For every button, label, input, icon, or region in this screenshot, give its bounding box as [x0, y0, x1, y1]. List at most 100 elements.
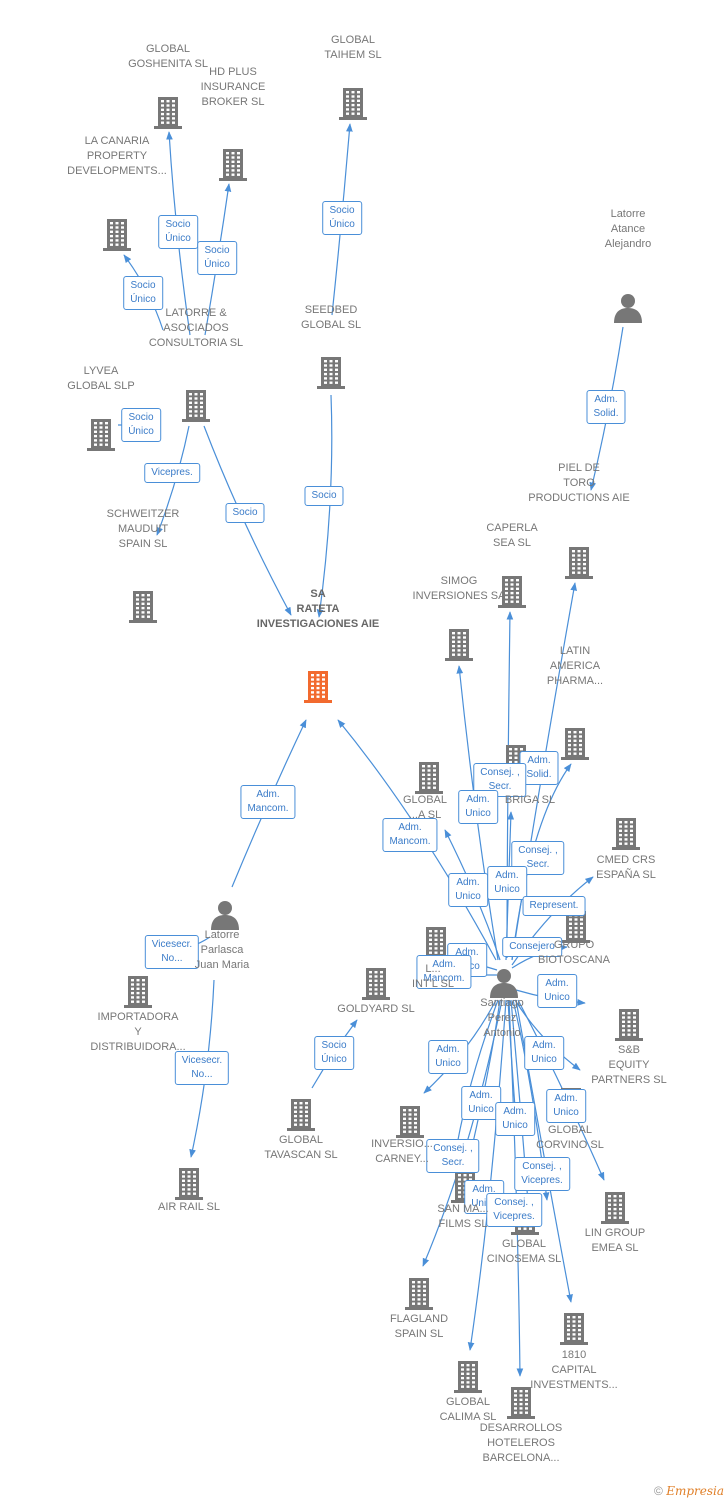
node-label-calima[interactable]: GLOBAL CALIMA SL [439, 1396, 497, 1423]
edge-label-e14[interactable]: Adm. Mancom. [382, 818, 438, 852]
edge-label-e28[interactable]: Adm. Unico [461, 1086, 501, 1120]
node-label-latorre_asoc[interactable]: LATORRE & ASOCIADOS CONSULTORIA SL [148, 307, 244, 349]
edge-label-e13[interactable]: Socio Único [314, 1036, 354, 1070]
node-label-sanmar[interactable]: SAN MA... FILMS SL [437, 1203, 489, 1230]
building-icon[interactable] [601, 1192, 629, 1224]
building-icon[interactable] [422, 927, 450, 959]
edge-label-e27[interactable]: Adm. Unico [524, 1036, 564, 1070]
building-icon[interactable] [304, 671, 332, 703]
node-label-santiago[interactable]: Santiago Perez Antonio [480, 997, 524, 1039]
node-label-goshenita[interactable]: GLOBAL GOSHENITA SL [128, 43, 208, 70]
node-label-cinosema[interactable]: GLOBAL CINOSEMA SL [486, 1238, 562, 1265]
node-label-brigasl[interactable]: BRIGA SL [504, 794, 556, 806]
edge-label-e30[interactable]: Adm. Unico [546, 1089, 586, 1123]
person-icon[interactable] [614, 294, 642, 323]
edge-line-extra-0 [467, 999, 507, 1351]
building-icon[interactable] [560, 1313, 588, 1345]
node-label-schweitzer[interactable]: SCHWEITZER MAUDUIT SPAIN SL [106, 508, 180, 550]
node-label-seedbed[interactable]: SEEDBED GLOBAL SL [300, 304, 362, 331]
node-label-tavascan[interactable]: GLOBAL TAVASCAN SL [264, 1134, 338, 1161]
building-icon[interactable] [561, 728, 589, 760]
node-label-intl[interactable]: L... INT'L SL [411, 963, 455, 990]
node-label-desarrollos[interactable]: DESARROLLOS HOTELEROS BARCELONA... [479, 1422, 563, 1464]
copyright-symbol: © [654, 1484, 663, 1498]
edge-label-e2[interactable]: Socio Único [197, 241, 237, 275]
node-label-importadora[interactable]: IMPORTADORA Y DISTRIBUIDORA... [90, 1011, 186, 1053]
building-icon[interactable] [612, 818, 640, 850]
icon-layer [87, 88, 643, 1419]
edge-label-e29[interactable]: Adm. Unico [495, 1102, 535, 1136]
node-label-grupo[interactable]: GRUPO BIOTOSCANA [538, 939, 610, 966]
node-label-cmed[interactable]: CMED CRS ESPAÑA SL [596, 854, 656, 881]
edge-label-e25[interactable]: Adm. Unico [537, 974, 577, 1008]
building-icon[interactable] [129, 591, 157, 623]
node-label-piel[interactable]: PIEL DE TORO PRODUCTIONS AIE [528, 462, 630, 504]
brand-logo[interactable]: Empresia [666, 1484, 724, 1498]
footer: © Empresia [654, 1484, 724, 1498]
node-label-lyvea[interactable]: LYVEA GLOBAL SLP [67, 365, 135, 392]
node-label-capital1810[interactable]: 1810 CAPITAL INVESTMENTS... [530, 1349, 618, 1391]
building-icon[interactable] [454, 1361, 482, 1393]
building-icon[interactable] [339, 88, 367, 120]
building-icon[interactable] [175, 1168, 203, 1200]
edge-label-e31[interactable]: Consej. , Secr. [426, 1139, 480, 1173]
building-icon[interactable] [507, 1387, 535, 1419]
edge-label-e22[interactable]: Consejero [502, 937, 562, 957]
building-icon[interactable] [445, 629, 473, 661]
edge-label-e8[interactable]: Socio [225, 503, 265, 523]
node-label-airrail[interactable]: AIR RAIL SL [158, 1201, 220, 1213]
building-icon[interactable] [362, 968, 390, 1000]
edge-label-e11[interactable]: Vicesecr. No... [144, 935, 200, 969]
node-label-latorre_atance[interactable]: Latorre Atance Alejandro [604, 208, 652, 250]
edge-label-e26[interactable]: Adm. Unico [428, 1040, 468, 1074]
node-label-inversiones_carney[interactable]: INVERSIO... CARNEY... [371, 1138, 433, 1165]
node-label-latorre_parlasca[interactable]: Latorre Parlasca Juan Maria [194, 929, 250, 971]
node-label-sb[interactable]: S&B EQUITY PARTNERS SL [591, 1044, 667, 1086]
building-icon[interactable] [565, 547, 593, 579]
edge-label-e1[interactable]: Socio Único [158, 215, 198, 249]
node-label-taihem[interactable]: GLOBAL TAIHEM SL [324, 34, 382, 61]
building-icon[interactable] [182, 390, 210, 422]
building-icon[interactable] [103, 219, 131, 251]
edge-label-e4[interactable]: Socio Único [322, 201, 362, 235]
building-icon[interactable] [154, 97, 182, 129]
person-icon[interactable] [490, 969, 518, 998]
edge-label-e3[interactable]: Socio Único [123, 276, 163, 310]
edge-label-e24[interactable]: Adm. Mancom. [416, 955, 472, 989]
building-icon[interactable] [87, 419, 115, 451]
node-label-goldyard[interactable]: GOLDYARD SL [337, 1003, 415, 1015]
building-icon[interactable] [405, 1278, 433, 1310]
edge-label-e19[interactable]: Adm. Unico [448, 873, 488, 907]
edge-label-e20[interactable]: Adm. Unico [487, 866, 527, 900]
building-icon[interactable] [396, 1106, 424, 1138]
edge-label-e9[interactable]: Adm. Solid. [586, 390, 626, 424]
edge-label-e6[interactable]: Vicepres. [144, 463, 200, 483]
node-label-canaria[interactable]: LA CANARIA PROPERTY DEVELOPMENTS... [67, 135, 167, 177]
node-label-latin[interactable]: LATIN AMERICA PHARMA... [546, 645, 604, 687]
node-label-corvino[interactable]: GLOBAL CORVINO SL [536, 1124, 604, 1151]
edge-label-e21[interactable]: Represent. [522, 896, 586, 916]
node-label-simog[interactable]: SIMOG INVERSIONES SA [412, 575, 506, 602]
node-label-main[interactable]: SA RATETA INVESTIGACIONES AIE [256, 588, 380, 630]
building-icon[interactable] [317, 357, 345, 389]
node-label-lin[interactable]: LIN GROUP EMEA SL [584, 1227, 646, 1254]
building-icon[interactable] [219, 149, 247, 181]
building-icon[interactable] [124, 976, 152, 1008]
person-icon[interactable] [211, 901, 239, 930]
edge-label-e5[interactable]: Socio Único [121, 408, 161, 442]
node-label-hdplus[interactable]: HD PLUS INSURANCE BROKER SL [200, 66, 266, 108]
node-label-global_mid[interactable]: GLOBAL ...A SL [402, 794, 448, 821]
edge-label-e16[interactable]: Consej. , Secr. [473, 763, 527, 797]
building-icon[interactable] [287, 1099, 315, 1131]
edge-label-e7[interactable]: Socio [304, 486, 344, 506]
building-icon[interactable] [498, 576, 526, 608]
edge-label-e10[interactable]: Adm. Mancom. [240, 785, 296, 819]
building-icon[interactable] [415, 762, 443, 794]
node-label-flagland[interactable]: FLAGLAND SPAIN SL [389, 1313, 449, 1340]
edge-label-e17[interactable]: Adm. Unico [458, 790, 498, 824]
edge-label-e12[interactable]: Vicesecr. No... [174, 1051, 230, 1085]
edge-label-e32[interactable]: Consej. , Vicepres. [514, 1157, 570, 1191]
edge-label-e34[interactable]: Consej. , Vicepres. [486, 1193, 542, 1227]
node-label-caperla[interactable]: CAPERLA SEA SL [486, 522, 538, 549]
building-icon[interactable] [615, 1009, 643, 1041]
